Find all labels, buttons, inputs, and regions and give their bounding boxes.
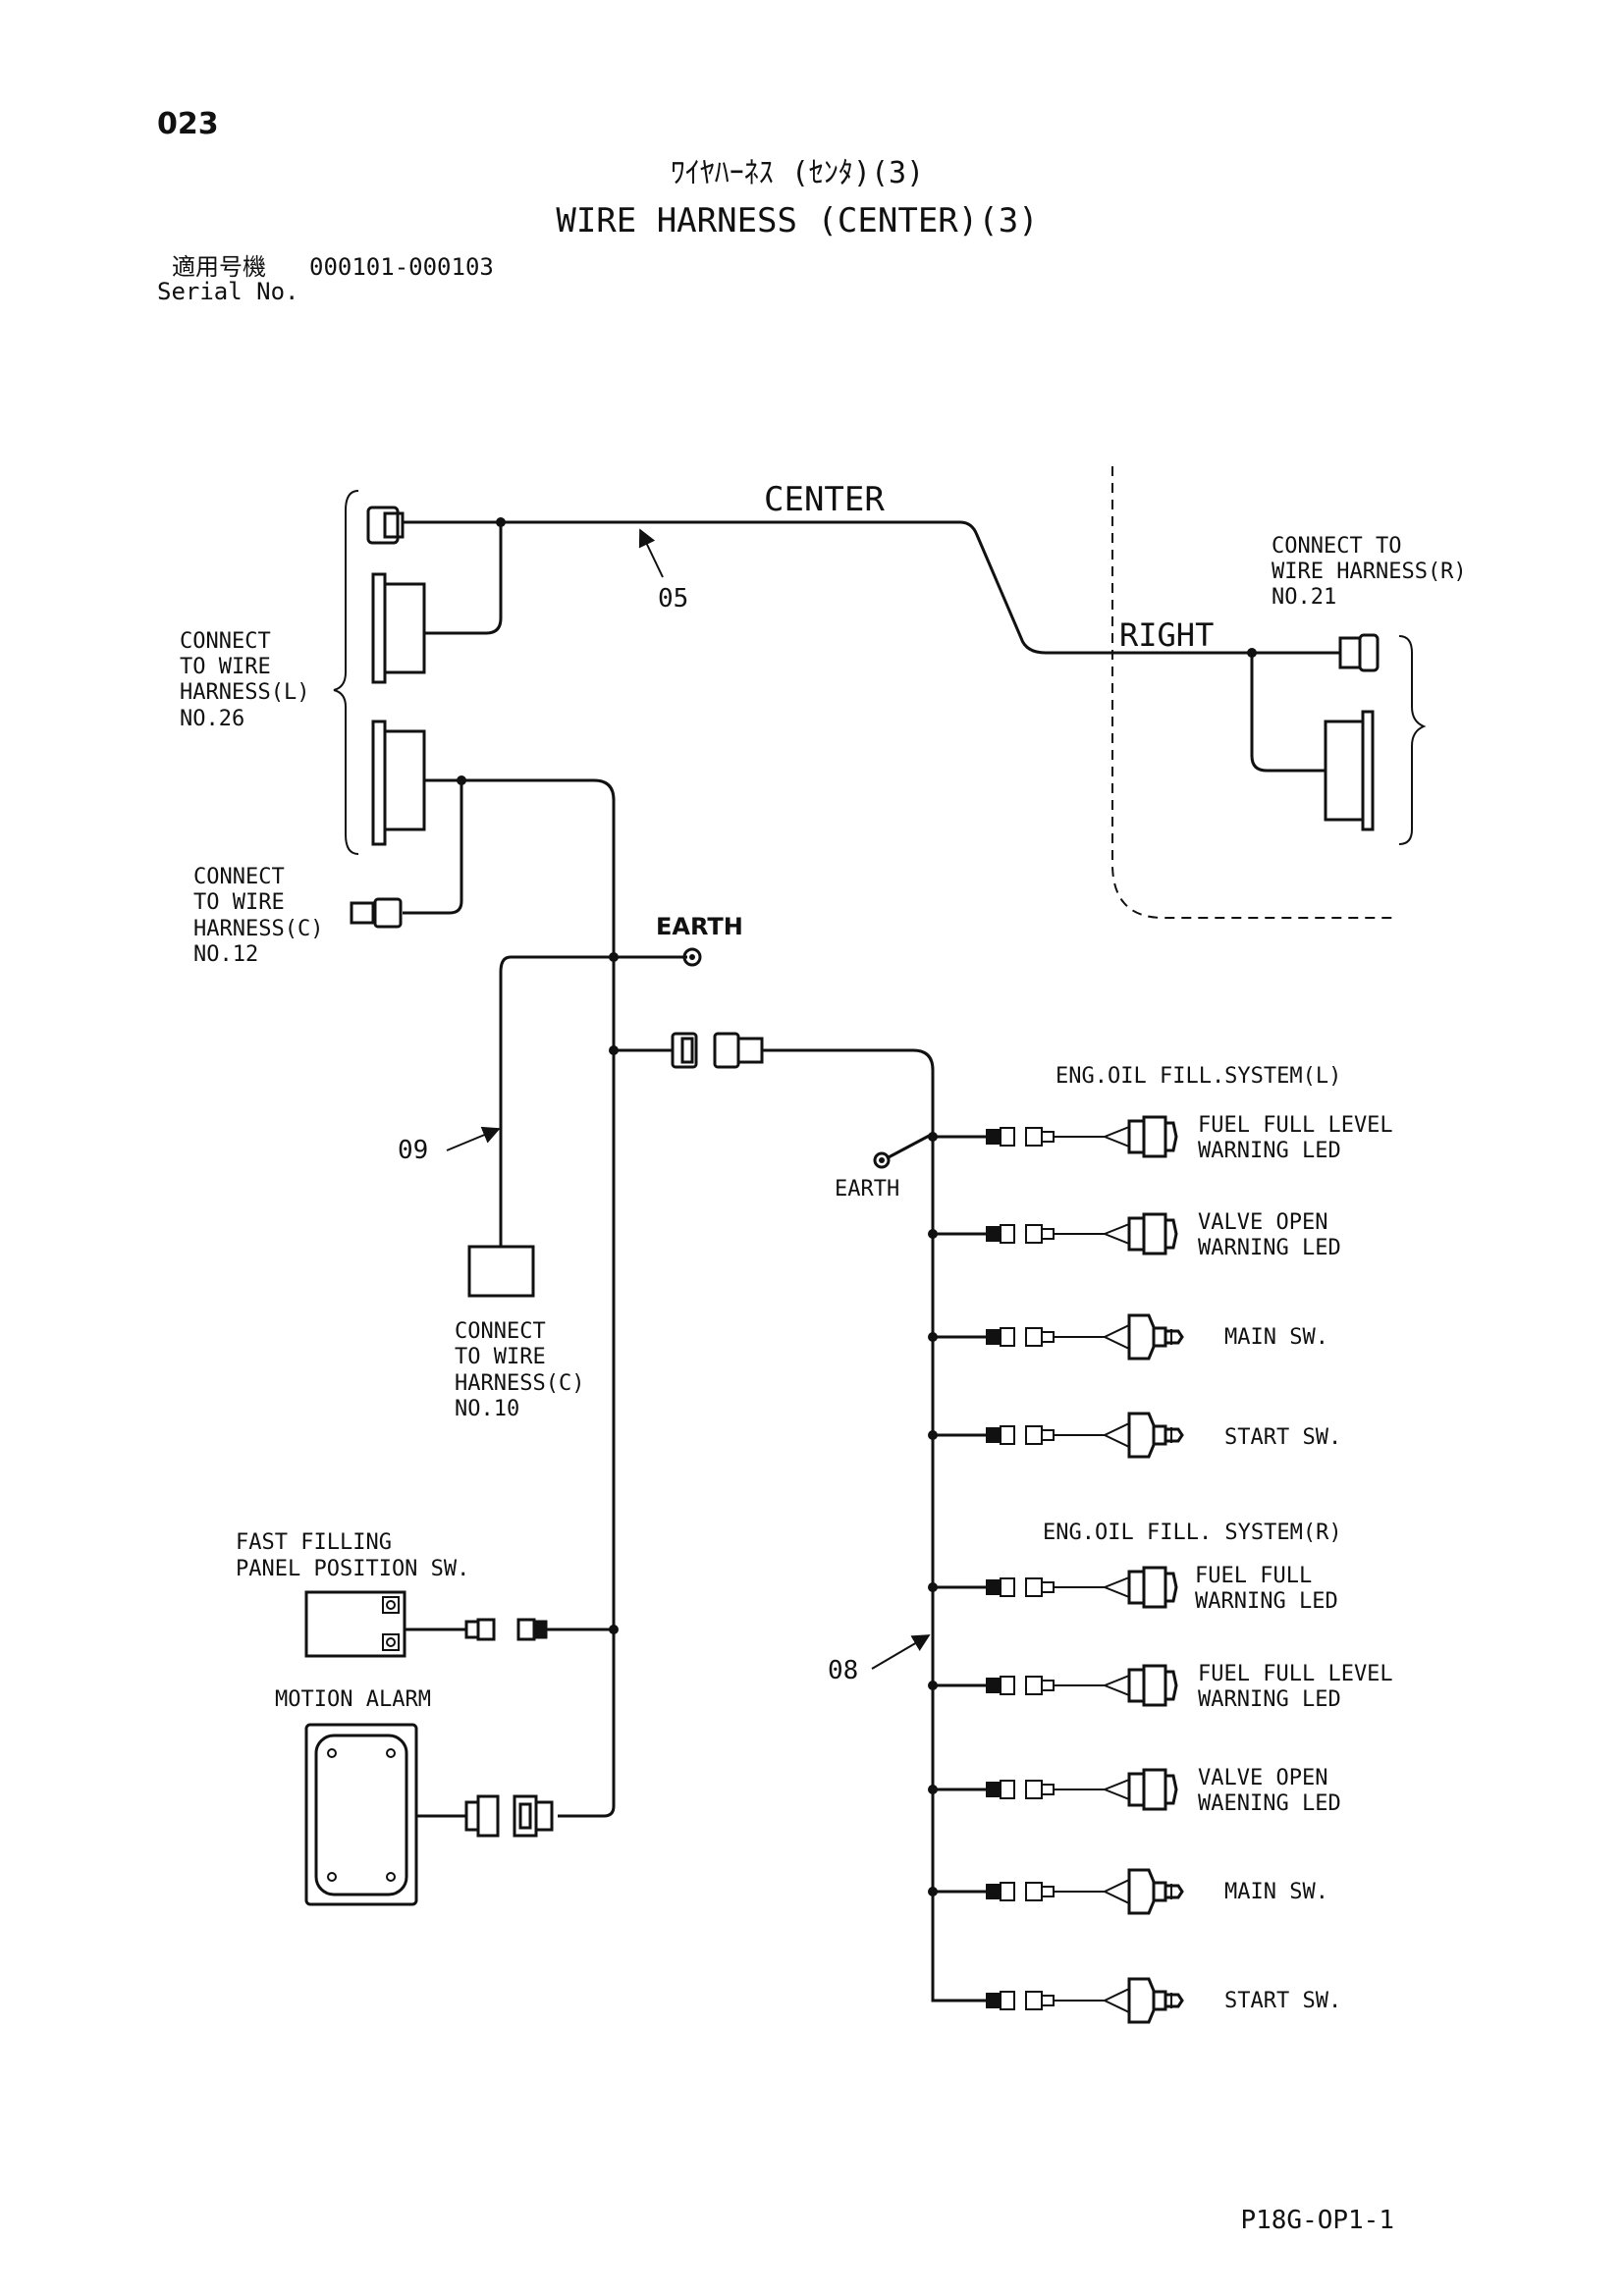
branch-valve-open-r: [928, 1768, 1178, 1811]
center-label: CENTER: [764, 480, 885, 519]
motion-alarm: MOTION ALARM: [275, 1687, 554, 1906]
connect-label-c10: CONNECT TO WIRE HARNESS(C) NO.10: [455, 1319, 584, 1421]
device-label-l1: FUEL FULL LEVEL WARNING LED: [1198, 1113, 1393, 1163]
title-japanese: ﾜｲﾔﾊｰﾈｽ (ｾﾝﾀ)(3): [671, 156, 924, 190]
system-left-label: ENG.OIL FILL.SYSTEM(L): [1056, 1064, 1341, 1089]
svg-text:WARNING LED: WARNING LED: [1198, 1236, 1341, 1260]
svg-text:HARNESS(L): HARNESS(L): [180, 680, 309, 705]
earth-mid: EARTH: [835, 1132, 934, 1201]
branch-start-sw-r: [933, 1977, 1184, 2024]
right-section: RIGHT: [1111, 466, 1427, 919]
svg-text:WIRE HARNESS(R): WIRE HARNESS(R): [1272, 560, 1467, 584]
svg-text:PANEL POSITION SW.: PANEL POSITION SW.: [236, 1557, 469, 1581]
svg-text:WARNING LED: WARNING LED: [1198, 1139, 1341, 1163]
svg-text:FAST FILLING: FAST FILLING: [236, 1530, 392, 1555]
svg-text:VALVE OPEN: VALVE OPEN: [1198, 1766, 1327, 1790]
svg-text:WARNING LED: WARNING LED: [1195, 1589, 1338, 1614]
svg-text:HARNESS(C): HARNESS(C): [455, 1371, 584, 1396]
branch-valve-open-l: [928, 1212, 1178, 1255]
svg-text:TO WIRE: TO WIRE: [193, 890, 285, 915]
branch-devices: [928, 1115, 1184, 2024]
branch-start-sw-l: [928, 1412, 1184, 1459]
svg-text:TO WIRE: TO WIRE: [180, 655, 271, 679]
part-09-label: 09: [398, 1136, 428, 1165]
device-label-r2: FUEL FULL LEVEL WARNING LED: [1198, 1662, 1393, 1712]
fast-filling-switch: FAST FILLING PANEL POSITION SW.: [236, 1530, 619, 1658]
svg-text:NO.10: NO.10: [455, 1397, 519, 1421]
connect-label-r: CONNECT TO WIRE HARNESS(R) NO.21: [1272, 534, 1467, 610]
svg-text:WAENING LED: WAENING LED: [1198, 1791, 1341, 1816]
svg-text:MAIN SW.: MAIN SW.: [1224, 1880, 1328, 1904]
svg-text:HARNESS(C): HARNESS(C): [193, 917, 323, 941]
harness-09: 09: [398, 955, 535, 1298]
svg-text:START SW.: START SW.: [1224, 1425, 1341, 1450]
earth-top-label: EARTH: [656, 913, 743, 940]
svg-text:FUEL FULL LEVEL: FUEL FULL LEVEL: [1198, 1662, 1393, 1686]
device-label-r1: FUEL FULL WARNING LED: [1195, 1564, 1338, 1614]
svg-text:FUEL FULL LEVEL: FUEL FULL LEVEL: [1198, 1113, 1393, 1138]
svg-text:CONNECT TO: CONNECT TO: [1272, 534, 1401, 559]
device-label-l2: VALVE OPEN WARNING LED: [1198, 1210, 1341, 1260]
svg-text:CONNECT: CONNECT: [180, 629, 271, 654]
earth-mid-label: EARTH: [835, 1177, 899, 1201]
svg-text:START SW.: START SW.: [1224, 1989, 1341, 2013]
device-label-r3: VALVE OPEN WAENING LED: [1198, 1766, 1341, 1816]
serial-label-jp: 適用号機: [172, 253, 266, 281]
right-label: RIGHT: [1119, 616, 1214, 654]
svg-text:CONNECT: CONNECT: [455, 1319, 546, 1344]
serial-label-en: Serial No.: [157, 278, 299, 305]
part-05-label: 05: [658, 584, 688, 614]
svg-text:CONNECT: CONNECT: [193, 865, 285, 889]
svg-text:NO.26: NO.26: [180, 707, 244, 731]
svg-text:NO.12: NO.12: [193, 942, 258, 967]
svg-text:MAIN SW.: MAIN SW.: [1224, 1325, 1328, 1350]
branch-fuel-full-r: [928, 1566, 1178, 1609]
branch-fuel-full-level-l: [928, 1115, 1178, 1158]
svg-text:FUEL FULL: FUEL FULL: [1195, 1564, 1312, 1588]
device-label-l4: START SW.: [1224, 1425, 1341, 1450]
svg-text:VALVE OPEN: VALVE OPEN: [1198, 1210, 1327, 1235]
svg-text:NO.21: NO.21: [1272, 585, 1336, 610]
earth-top: EARTH: [511, 913, 743, 967]
branch-main-sw-r: [928, 1868, 1184, 1915]
svg-text:TO WIRE: TO WIRE: [455, 1345, 546, 1369]
connect-label-l: CONNECT TO WIRE HARNESS(L) NO.26: [180, 629, 309, 731]
harness-05: 05 CENTER: [333, 480, 1252, 1818]
title-english: WIRE HARNESS (CENTER)(3): [556, 201, 1038, 240]
part-08-label: 08: [828, 1656, 858, 1685]
serial-range: 000101-000103: [309, 253, 494, 281]
device-label-r5: START SW.: [1224, 1989, 1341, 2013]
device-label-r4: MAIN SW.: [1224, 1880, 1328, 1904]
device-label-l3: MAIN SW.: [1224, 1325, 1328, 1350]
footer-code: P18G-OP1-1: [1240, 2206, 1394, 2235]
branch-main-sw-l: [928, 1313, 1184, 1361]
connect-label-c12: CONNECT TO WIRE HARNESS(C) NO.12: [193, 865, 323, 967]
harness-08-trunk: 08: [609, 1032, 987, 2002]
system-right-label: ENG.OIL FILL. SYSTEM(R): [1043, 1521, 1342, 1545]
branch-fuel-full-level-r: [928, 1664, 1178, 1707]
page-number: 023: [157, 107, 219, 141]
svg-text:MOTION ALARM: MOTION ALARM: [275, 1687, 431, 1712]
svg-text:WARNING LED: WARNING LED: [1198, 1687, 1341, 1712]
